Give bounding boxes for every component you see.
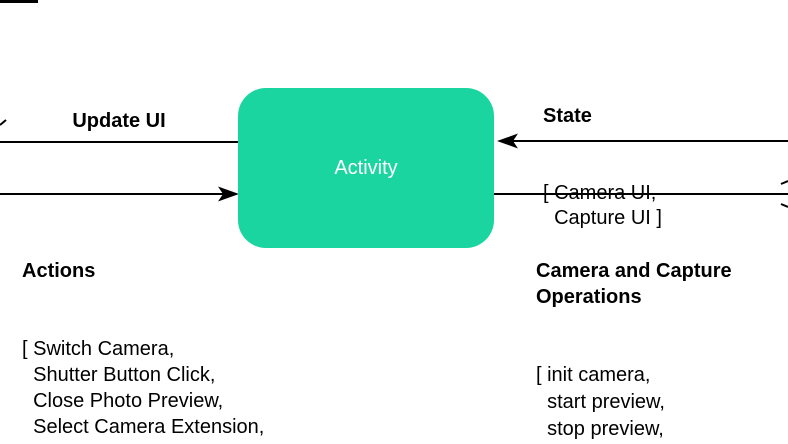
camera-ops-title: Camera and Capture Operations <box>536 260 732 308</box>
state-block: State [ Camera UI, Capture UI ] <box>543 51 662 283</box>
crop-artifact-bar <box>0 0 38 3</box>
camera-ops-arrowhead-clipped-bottom-icon <box>780 203 788 208</box>
camera-ops-block: Camera and Capture Operations [ init cam… <box>536 206 732 444</box>
update-ui-arrowhead-clipped-icon <box>0 119 7 126</box>
state-title: State <box>543 105 592 127</box>
update-ui-label: Update UI <box>72 110 166 132</box>
activity-box: Activity <box>238 88 494 248</box>
state-items: [ Camera UI, Capture UI ] <box>543 182 662 229</box>
camera-ops-arrowhead-clipped-top-icon <box>780 180 788 185</box>
activity-label: Activity <box>334 156 398 179</box>
camera-ops-items: [ init camera, start preview, stop previ… <box>536 364 665 440</box>
state-arrowhead-icon <box>497 133 518 149</box>
actions-title: Actions <box>22 260 96 282</box>
actions-block: Actions [ Switch Camera, Shutter Button … <box>22 206 264 444</box>
actions-arrowhead-icon <box>218 186 239 202</box>
actions-items: [ Switch Camera, Shutter Button Click, C… <box>22 338 265 444</box>
